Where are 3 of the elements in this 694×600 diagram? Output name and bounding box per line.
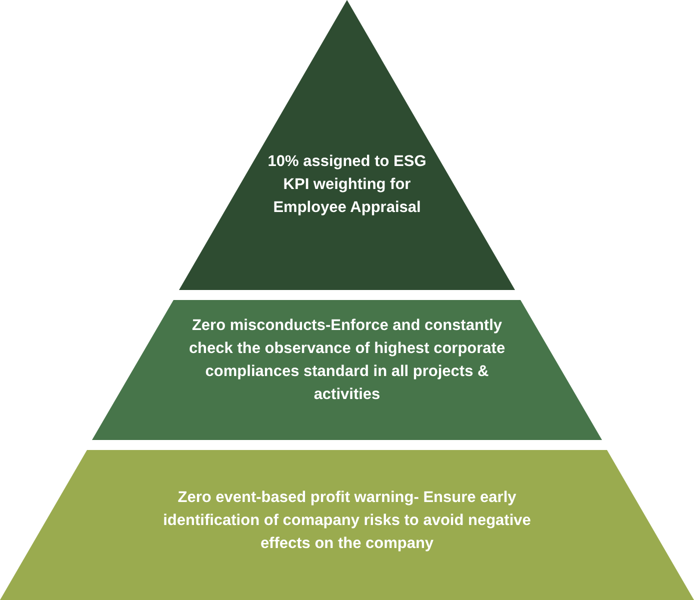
tier-text: 10% assigned to ESG KPI weighting for Employee Appraisal [266,152,428,218]
tier-text: Zero event-based profit warning- Ensure early identification of comapany risks to avoid negative effects on the company [162,488,532,554]
tier-text: Zero misconducts-Enforce and constantly check the observance of highest corporate compliances standard in all projects & activities [188,316,506,405]
